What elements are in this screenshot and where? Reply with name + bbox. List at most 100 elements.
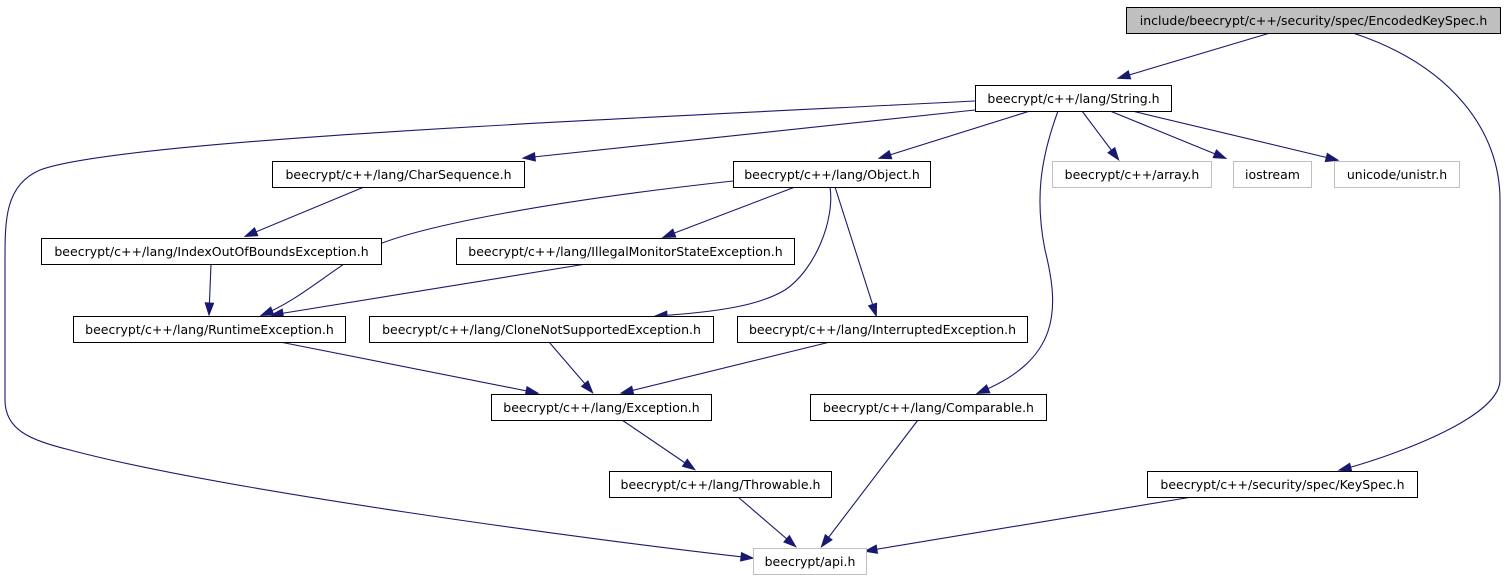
node-label: beecrypt/c++/lang/Exception.h [503, 400, 699, 415]
node-box [456, 238, 795, 265]
node-unistr: unicode/unistr.h [1334, 161, 1460, 188]
edge-string-to-iostream [1109, 110, 1228, 159]
node-interrupted[interactable]: beecrypt/c++/lang/InterruptedException.h [737, 316, 1028, 343]
node-label: beecrypt/c++/lang/String.h [987, 91, 1159, 106]
node-indexoutofbounds[interactable]: beecrypt/c++/lang/IndexOutOfBoundsExcept… [41, 238, 382, 265]
node-iostream: iostream [1233, 161, 1312, 188]
edge-illegalmonitor-to-runtime [269, 263, 587, 319]
edge-line [737, 496, 796, 547]
edge-object-to-illegalmonitor [661, 186, 796, 238]
node-box [1233, 161, 1312, 188]
node-box [1334, 161, 1460, 188]
node-keyspec[interactable]: beecrypt/c++/security/spec/KeySpec.h [1147, 471, 1418, 498]
edge-line [1131, 110, 1338, 161]
node-label: beecrypt/c++/lang/Comparable.h [823, 400, 1034, 415]
edge-indexoutofbounds-to-runtime [204, 263, 215, 317]
arrow-head [975, 384, 991, 394]
node-label: beecrypt/api.h [765, 554, 856, 569]
node-illegalmonitor[interactable]: beecrypt/c++/lang/IllegalMonitorStateExc… [456, 238, 795, 265]
node-encodedkeyspec[interactable]: include/beecrypt/c++/security/spec/Encod… [1126, 7, 1501, 34]
edges-layer [4, 32, 1501, 562]
edge-object-to-interrupted [834, 186, 878, 318]
arrow-head [1107, 146, 1120, 162]
edge-line [977, 110, 1059, 394]
node-runtime[interactable]: beecrypt/c++/lang/RuntimeException.h [73, 316, 346, 343]
edge-string-to-charsequence [521, 109, 976, 162]
node-box [1052, 161, 1212, 188]
arrow-head [580, 380, 594, 394]
node-label: beecrypt/c++/lang/CloneNotSupportedExcep… [382, 322, 701, 337]
node-label: beecrypt/c++/lang/RuntimeException.h [85, 322, 334, 337]
edge-line [1109, 110, 1226, 159]
node-string[interactable]: beecrypt/c++/lang/String.h [975, 85, 1172, 112]
node-clonenotsupported[interactable]: beecrypt/c++/lang/CloneNotSupportedExcep… [369, 316, 714, 343]
node-exception[interactable]: beecrypt/c++/lang/Exception.h [491, 394, 712, 421]
node-label: beecrypt/c++/lang/Throwable.h [621, 477, 821, 492]
node-box [1147, 471, 1418, 498]
edge-string-to-unistr [1131, 110, 1340, 163]
node-label: iostream [1245, 167, 1300, 182]
arrow-head [863, 544, 879, 554]
arrow-head [820, 533, 833, 549]
edge-string-to-api [4, 100, 976, 562]
edge-line [4, 100, 976, 559]
edge-line [271, 263, 587, 316]
node-label: beecrypt/c++/lang/IndexOutOfBoundsExcept… [54, 244, 368, 259]
edge-keyspec-to-api [863, 496, 1193, 554]
arrow-head [521, 151, 536, 162]
node-label: beecrypt/c++/lang/Object.h [744, 167, 920, 182]
node-object[interactable]: beecrypt/c++/lang/Object.h [733, 161, 931, 188]
arrow-head [783, 534, 797, 548]
node-label: beecrypt/c++/security/spec/KeySpec.h [1160, 477, 1404, 492]
node-box [41, 238, 382, 265]
edge-line [663, 186, 796, 238]
node-label: beecrypt/c++/lang/InterruptedException.h [749, 322, 1016, 337]
node-label: include/beecrypt/c++/security/spec/Encod… [1140, 13, 1488, 28]
node-box [609, 471, 832, 498]
edge-string-to-array [1081, 110, 1120, 162]
edge-line [834, 186, 877, 316]
edge-line [621, 419, 695, 470]
node-box [753, 548, 867, 575]
arrow-head [243, 227, 259, 237]
edge-line [821, 419, 919, 547]
node-label: beecrypt/c++/lang/IllegalMonitorStateExc… [468, 244, 782, 259]
arrow-head [661, 228, 677, 238]
node-comparable[interactable]: beecrypt/c++/lang/Comparable.h [810, 394, 1047, 421]
arrow-head [681, 458, 697, 471]
node-box [1126, 7, 1501, 34]
node-box [737, 316, 1028, 343]
edge-line [879, 110, 1031, 159]
edge-line [523, 109, 976, 159]
edge-encodedkeyspec-to-keyspec [1337, 32, 1501, 472]
arrow-head [259, 306, 275, 316]
node-array: beecrypt/c++/array.h [1052, 161, 1212, 188]
edge-clonenotsupported-to-exception [548, 341, 594, 394]
node-box [369, 316, 714, 343]
arrow-head [877, 149, 893, 160]
edge-encodedkeyspec-to-string [1116, 32, 1271, 80]
node-charsequence[interactable]: beecrypt/c++/lang/CharSequence.h [272, 161, 525, 188]
node-box [73, 316, 346, 343]
edge-line [1339, 32, 1501, 471]
edge-object-to-runtime [259, 180, 734, 316]
edge-throwable-to-api [737, 496, 797, 548]
arrow-head [204, 302, 215, 317]
edge-line [621, 341, 831, 394]
node-box [975, 85, 1172, 112]
arrow-head [619, 385, 635, 396]
node-label: beecrypt/c++/lang/CharSequence.h [285, 167, 511, 182]
edge-line [1118, 32, 1271, 79]
node-throwable[interactable]: beecrypt/c++/lang/Throwable.h [609, 471, 832, 498]
node-box [491, 394, 712, 421]
arrow-head [867, 302, 878, 318]
edge-line [245, 186, 365, 237]
edge-line [279, 341, 538, 394]
arrow-head [1116, 69, 1132, 80]
edge-line [655, 186, 832, 317]
edge-charsequence-to-indexoutofbounds [243, 186, 365, 237]
node-label: beecrypt/c++/array.h [1065, 167, 1200, 182]
nodes-layer: include/beecrypt/c++/security/spec/Encod… [41, 7, 1501, 575]
edge-runtime-to-exception [279, 341, 540, 396]
edge-string-to-object [877, 110, 1031, 160]
